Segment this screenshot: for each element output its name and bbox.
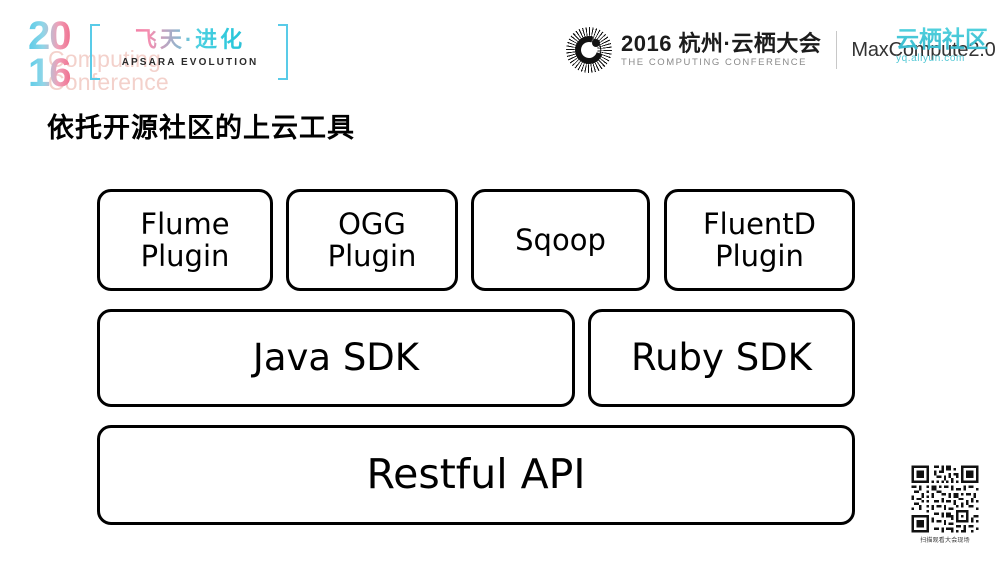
- logo-chinese-text: 飞天·进化: [108, 26, 272, 54]
- diagram-node-ogg-plugin[interactable]: OGG Plugin: [286, 189, 458, 291]
- logo-ghost-text: Computing Conference: [48, 46, 169, 95]
- bracket-right-icon: [278, 24, 288, 80]
- c-mark-dot-ring: [566, 27, 612, 73]
- yunqi-logo-url: yq.aliyun.com: [896, 53, 965, 64]
- qr-code-block[interactable]: 扫描观看大会现场: [903, 463, 987, 545]
- conference-qr-code[interactable]: [903, 463, 987, 535]
- diagram-row-sdk: Java SDK Ruby SDK: [97, 309, 855, 407]
- diagram-node-ruby-sdk[interactable]: Ruby SDK: [588, 309, 855, 407]
- yunqi-community-logo[interactable]: 云栖社区 yq.aliyun.com: [896, 26, 994, 65]
- header-divider: [836, 31, 838, 69]
- logo-english-text: APSARA EVOLUTION: [121, 57, 259, 68]
- bracket-left-icon: [90, 24, 100, 80]
- conference-title-en: THE COMPUTING CONFERENCE: [621, 57, 808, 68]
- conference-c-mark-icon: [566, 27, 612, 73]
- diagram-node-restful-api[interactable]: Restful API: [97, 425, 855, 525]
- conference-title-block: 2016 杭州·云栖大会 THE COMPUTING CONFERENCE: [621, 31, 821, 69]
- apsara-evolution-logo: Computing Conference 20 16 飞天·进化 APSARA …: [28, 18, 298, 96]
- logo-bracket-frame: 飞天·进化 APSARA EVOLUTION: [90, 24, 288, 80]
- qr-code-caption: 扫描观看大会现场: [920, 538, 970, 544]
- diagram-row-api: Restful API: [97, 425, 855, 525]
- c-mark-center-dot: [592, 39, 600, 47]
- logo-year-line2: 16: [28, 51, 71, 95]
- slide-header: Computing Conference 20 16 飞天·进化 APSARA …: [0, 0, 1000, 100]
- conference-title-cn: 2016 杭州·云栖大会: [621, 31, 822, 56]
- diagram-node-fluentd-plugin[interactable]: FluentD Plugin: [664, 189, 855, 291]
- diagram-row-plugins: Flume Plugin OGG Plugin Sqoop FluentD Pl…: [97, 189, 855, 291]
- product-name: MaxCompute2.0: [851, 38, 995, 62]
- page-title: 依托开源社区的上云工具: [47, 113, 355, 143]
- diagram-node-sqoop[interactable]: Sqoop: [471, 189, 650, 291]
- diagram-node-flume-plugin[interactable]: Flume Plugin: [97, 189, 273, 291]
- diagram-node-java-sdk[interactable]: Java SDK: [97, 309, 575, 407]
- logo-year: 20 16: [28, 18, 71, 92]
- yunqi-logo-text: 云栖社区: [896, 26, 994, 52]
- architecture-diagram: Flume Plugin OGG Plugin Sqoop FluentD Pl…: [97, 189, 855, 525]
- conference-brand-group: 2016 杭州·云栖大会 THE COMPUTING CONFERENCE Ma…: [566, 26, 996, 74]
